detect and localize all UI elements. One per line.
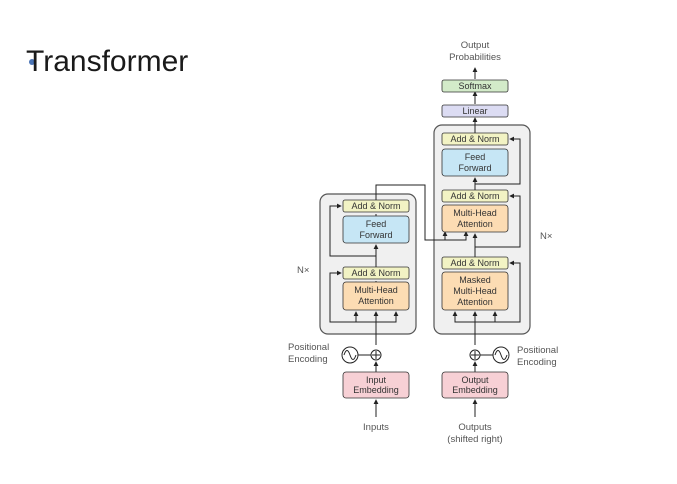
outputs-label-2: (shifted right) — [447, 434, 502, 445]
encoder-add-norm-top-label: Add & Norm — [351, 201, 400, 211]
inputs-label: Inputs — [363, 422, 389, 433]
decoder-masked-label-1: Masked — [459, 275, 491, 285]
encoder-attention-label-2: Attention — [358, 296, 394, 306]
decoder-positional-encoding-label-1: Positional — [517, 345, 558, 356]
decoder-multi-head-attention — [441, 204, 509, 233]
decoder-feed-forward-label-2: Forward — [458, 163, 491, 173]
decoder-sine-wave — [494, 350, 508, 360]
encoder-stack — [319, 193, 417, 335]
input-embedding-label-2: Embedding — [353, 385, 399, 395]
encoder-positional-encoding-label-2: Encoding — [288, 354, 328, 365]
output-probabilities-label-2: Probabilities — [449, 52, 501, 63]
decoder-add-norm-top-label: Add & Norm — [450, 134, 499, 144]
softmax-label: Softmax — [458, 81, 492, 91]
encoder-connections — [329, 184, 469, 345]
decoder-nx-label: N× — [540, 231, 552, 242]
linear-layer — [441, 104, 509, 118]
outputs-label-1: Outputs — [458, 422, 492, 433]
bullet-point — [29, 59, 35, 65]
input-embedding — [342, 371, 410, 399]
encoder-attention-label-1: Multi-Head — [354, 285, 398, 295]
encoder-positional-encoding-label-1: Positional — [288, 342, 329, 353]
decoder-masked-label-3: Attention — [457, 297, 493, 307]
decoder-add-norm-middle-label: Add & Norm — [450, 191, 499, 201]
decoder-masked-label-2: Multi-Head — [453, 286, 497, 296]
input-embedding-label-1: Input — [366, 375, 387, 385]
encoder-sine-wave — [343, 350, 357, 360]
linear-label: Linear — [462, 106, 487, 116]
decoder-attention-label-2: Attention — [457, 219, 493, 229]
decoder-masked-attention — [441, 271, 509, 311]
output-embedding-label-1: Output — [461, 375, 489, 385]
softmax-layer — [441, 79, 509, 93]
output-probabilities-label-1: Output — [461, 40, 490, 51]
decoder-attention-label-1: Multi-Head — [453, 208, 497, 218]
encoder-feed-forward-label-2: Forward — [359, 230, 392, 240]
decoder-feed-forward — [441, 148, 509, 177]
decoder-feed-forward-label-1: Feed — [465, 152, 486, 162]
decoder-positional-encoding-label-2: Encoding — [517, 357, 557, 368]
encoder-add-norm-bottom-label: Add & Norm — [351, 268, 400, 278]
output-embedding-label-2: Embedding — [452, 385, 498, 395]
decoder-add-norm-bottom-label: Add & Norm — [450, 258, 499, 268]
encoder-feed-forward-label-1: Feed — [366, 219, 387, 229]
encoder-nx-label: N× — [297, 265, 309, 276]
slide-title: Transformer — [26, 45, 189, 78]
decoder-connections — [452, 67, 521, 345]
output-embedding — [441, 371, 509, 399]
